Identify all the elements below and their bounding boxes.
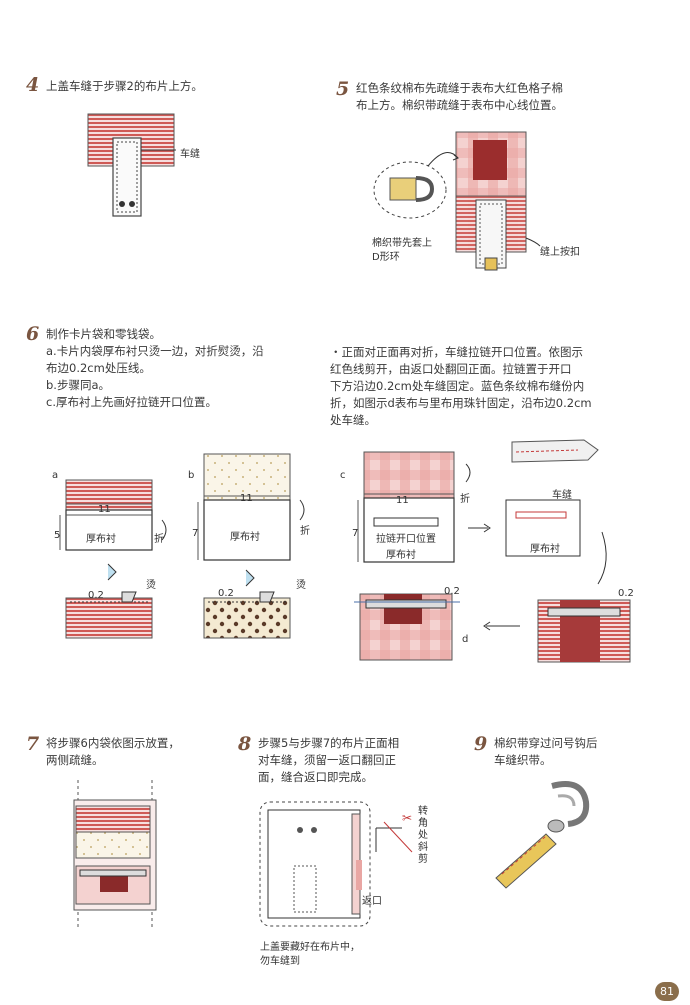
step-6-c-height: 7 <box>352 528 359 539</box>
step-6-c-interfacing-2: 厚布衬 <box>530 544 560 555</box>
page-number: 81 <box>655 982 679 1001</box>
step-6-right-line-4: 折，如图示d表布与里布用珠针固定，沿布边0.2cm <box>330 396 592 410</box>
step-5-line-2: 布上方。棉织带疏缝于表布中心线位置。 <box>356 98 563 112</box>
step-8-line-1: 步骤5与步骤7的布片正面相 <box>258 736 400 750</box>
step-5-number: 5 <box>336 78 350 100</box>
step-6-c-width: 11 <box>396 495 409 506</box>
step-5-webbing-label-2: D形环 <box>372 252 400 263</box>
step-6-number: 6 <box>26 323 40 345</box>
step-6-line-1: 制作卡片袋和零钱袋。 <box>46 327 161 341</box>
step-6-c-d-tag: d <box>462 634 469 645</box>
step-4-text: 上盖车缝于步骤2的布片上方。 <box>46 79 203 93</box>
step-6-b-tag: b <box>188 470 195 481</box>
step-6-a-interfacing: 厚布衬 <box>86 534 116 545</box>
step-6-b-width: 11 <box>240 493 253 504</box>
step-6-c-fold: 折 <box>460 494 470 505</box>
step-6-right-line-3: 下方沿边0.2cm处车缝固定。蓝色条纹棉布缝份内 <box>330 379 585 393</box>
step-6-line-4: b.步骤同a。 <box>46 378 111 392</box>
step-6-b-iron: 烫 <box>296 580 306 591</box>
step-8-note-line-2: 勿车缝到 <box>260 956 300 967</box>
step-6-figure-b <box>197 453 305 639</box>
step-6-a-width: 11 <box>98 504 111 515</box>
step-8-figure: ✂ <box>259 801 413 927</box>
step-6-figure-c <box>354 439 631 663</box>
step-6-line-5: c.厚布衬上先画好拉链开口位置。 <box>46 395 217 409</box>
step-6-c-stitch: 车缝 <box>552 490 572 501</box>
step-6-right-line-5: 处车缝。 <box>330 413 376 427</box>
step-6-c-zip-label: 拉链开口位置 <box>376 534 436 545</box>
step-6-c-tag: c <box>340 470 346 481</box>
step-5-webbing-label-1: 棉织带先套上 <box>372 238 432 249</box>
step-8-line-3: 面，缝合返口即完成。 <box>258 770 373 784</box>
step-8-note-line-1: 上盖要藏好在布片中， <box>260 942 360 953</box>
step-9-line-2: 车缝织带。 <box>494 753 552 767</box>
step-6-a-tag: a <box>52 470 59 481</box>
step-7-line-1: 将步骤6内袋依图示放置， <box>46 736 180 750</box>
step-6-a-fold: 折 <box>154 534 164 545</box>
step-6-figure-a <box>59 479 167 639</box>
step-8-number: 8 <box>238 733 252 755</box>
step-6-right-line-2: 红色线剪开，由返口处翻回正面。拉链置于开口 <box>330 362 572 376</box>
step-6-a-iron: 烫 <box>146 580 156 591</box>
step-6-c-margin-2: 0.2 <box>618 588 634 599</box>
step-8-return-label: 返口 <box>362 896 382 907</box>
step-6-c-interfacing: 厚布衬 <box>386 550 416 561</box>
step-9-line-1: 棉织带穿过问号钩后 <box>494 736 598 750</box>
step-5-line-1: 红色条纹棉布先疏缝于表布大红色格子棉 <box>356 81 563 95</box>
step-6-line-3: 布边0.2cm处压线。 <box>46 361 151 375</box>
step-8-line-2: 对车缝，须留一返口翻回正 <box>258 753 396 767</box>
step-4-stitch-label: 车缝 <box>180 149 200 160</box>
step-6-b-fold: 折 <box>300 526 310 537</box>
step-9-hook-figure <box>495 781 590 889</box>
step-6-right-line-1: ・正面对正面再对折，车缝拉链开口位置。依图示 <box>330 345 583 359</box>
step-6-b-height: 7 <box>192 528 199 539</box>
step-6-b-interfacing: 厚布衬 <box>230 532 260 543</box>
step-7-figure <box>73 780 157 930</box>
step-5-snap-label: 缝上按扣 <box>540 247 580 258</box>
step-6-a-margin: 0.2 <box>88 590 104 601</box>
step-6-b-margin: 0.2 <box>218 588 234 599</box>
step-7-line-2: 两侧疏缝。 <box>46 753 104 767</box>
step-9-number: 9 <box>474 733 488 755</box>
step-6-a-height: 5 <box>54 530 61 541</box>
step-5-figure <box>373 131 541 271</box>
step-6-c-margin-1: 0.2 <box>444 586 460 597</box>
step-7-number: 7 <box>26 733 40 755</box>
step-4-figure <box>87 113 176 217</box>
step-8-corner-label: 转 角 处 斜 剪 <box>418 806 428 865</box>
svg-text:✂: ✂ <box>402 811 412 825</box>
step-4-number: 4 <box>26 74 40 96</box>
step-6-line-2: a.卡片内袋厚布衬只烫一边，对折熨烫，沿 <box>46 344 264 358</box>
